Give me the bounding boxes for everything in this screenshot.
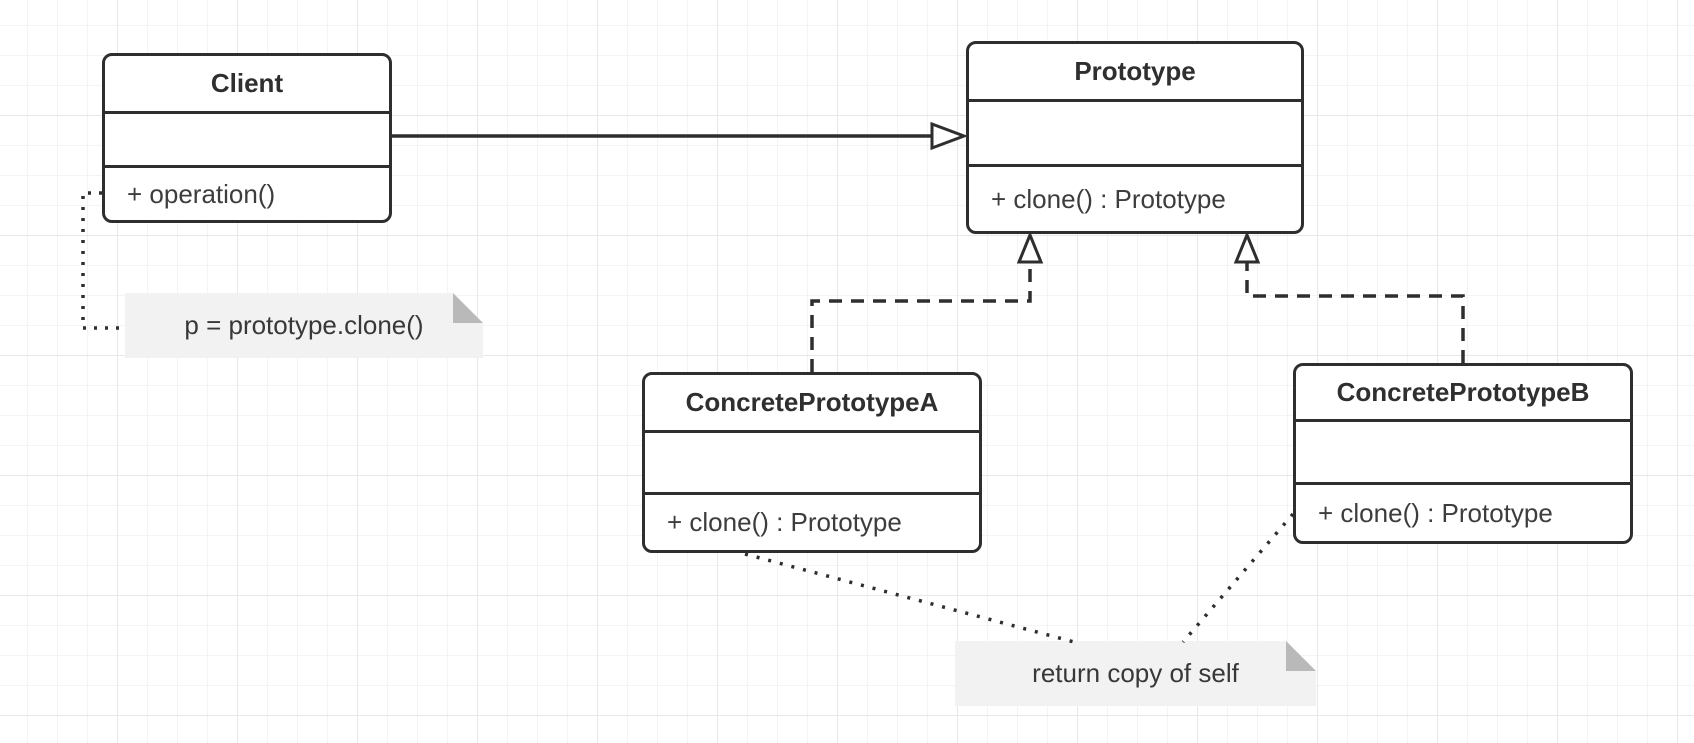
realization-concrete-b-prototype-line[interactable] xyxy=(1245,263,1465,363)
note-return-copy[interactable]: return copy of self xyxy=(955,641,1316,706)
hollow-triangle-arrowhead-icon xyxy=(1016,231,1044,264)
class-concrete-prototype-b-title: ConcretePrototypeB xyxy=(1296,366,1630,422)
class-client[interactable]: Client + operation() xyxy=(102,53,392,223)
class-client-title: Client xyxy=(105,56,389,114)
class-prototype[interactable]: Prototype + clone() : Prototype xyxy=(966,41,1304,234)
note-link-concrete-a-line[interactable] xyxy=(744,552,1079,645)
class-concrete-prototype-a[interactable]: ConcretePrototypeA + clone() : Prototype xyxy=(642,372,982,553)
open-arrowhead-icon xyxy=(930,121,969,151)
class-prototype-title: Prototype xyxy=(969,44,1301,102)
class-concrete-prototype-b[interactable]: ConcretePrototypeB + clone() : Prototype xyxy=(1293,363,1633,544)
class-concrete-prototype-b-attributes xyxy=(1296,422,1630,485)
note-clone-call[interactable]: p = prototype.clone() xyxy=(125,293,483,358)
class-client-attributes xyxy=(105,114,389,168)
class-concrete-prototype-a-attributes xyxy=(645,433,979,495)
class-concrete-prototype-a-method: + clone() : Prototype xyxy=(667,507,902,537)
note-link-concrete-b-line[interactable] xyxy=(1181,512,1295,644)
class-concrete-prototype-b-method: + clone() : Prototype xyxy=(1318,497,1553,528)
realization-concrete-a-prototype-line[interactable] xyxy=(810,263,1032,372)
note-return-copy-text: return copy of self xyxy=(1032,658,1239,688)
class-concrete-prototype-a-title: ConcretePrototypeA xyxy=(645,375,979,433)
hollow-triangle-arrowhead-icon xyxy=(1233,231,1261,264)
class-client-method: + operation() xyxy=(127,178,276,209)
class-prototype-method: + clone() : Prototype xyxy=(991,183,1226,214)
note-link-client-line[interactable] xyxy=(81,191,124,330)
note-clone-call-text: p = prototype.clone() xyxy=(184,310,424,340)
class-prototype-attributes xyxy=(969,102,1301,167)
